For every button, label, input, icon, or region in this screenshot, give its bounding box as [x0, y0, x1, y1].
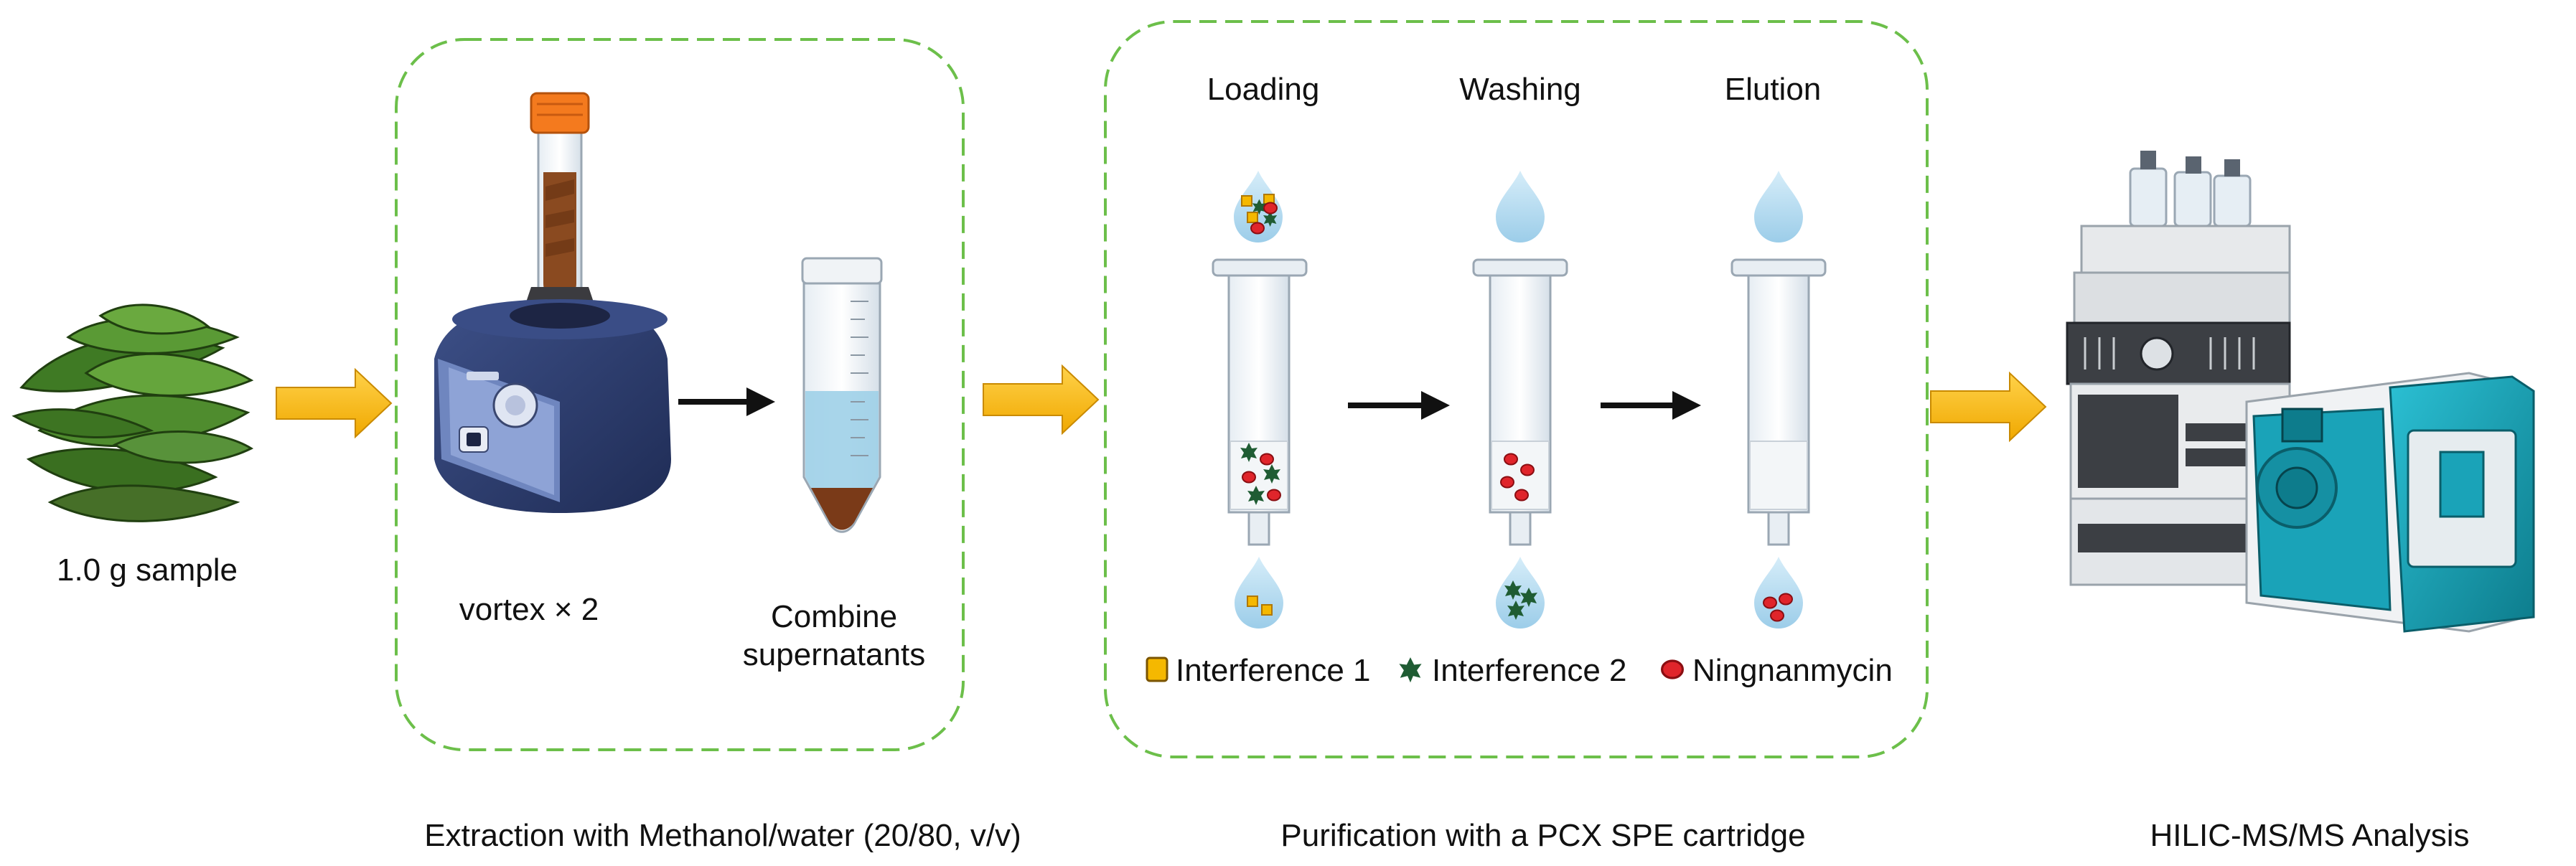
droplet-icon [1235, 557, 1283, 629]
purification-box [1104, 20, 1929, 758]
step-washing-label: Washing [1459, 72, 1581, 107]
legend-interference2-marker [1399, 657, 1422, 683]
step-arrow-1 [1348, 391, 1450, 420]
extraction-caption: Extraction with Methanol/water (20/80, v… [424, 818, 1021, 853]
droplet-icon [1754, 171, 1803, 243]
vortex-mixer-icon [434, 92, 671, 513]
legend-ningnanmycin-marker [1661, 659, 1684, 679]
lc-ms-instrument-icon [2066, 151, 2535, 633]
extraction-box [395, 38, 965, 751]
arrow-to-purification [983, 364, 1100, 436]
arrow-to-analysis [1930, 371, 2047, 443]
analysis-caption: HILIC-MS/MS Analysis [2150, 818, 2470, 853]
spe-cartridge-washing [1472, 171, 1568, 629]
centrifuge-tube-icon [801, 257, 883, 533]
spe-cartridge-loading [1212, 171, 1308, 629]
droplet-icon [1496, 171, 1545, 243]
legend-ningnanmycin-label: Ningnanmycin [1692, 653, 1893, 688]
sample-label: 1.0 g sample [57, 552, 238, 588]
step-arrow-extraction [678, 387, 775, 416]
combine-label-line1: Combine [770, 599, 898, 634]
legend-interference2-label: Interference 2 [1432, 653, 1627, 688]
purification-caption: Purification with a PCX SPE cartridge [1280, 818, 1806, 853]
arrow-to-extraction [276, 367, 393, 439]
legend-interference1-label: Interference 1 [1176, 653, 1371, 688]
step-arrow-2 [1601, 391, 1701, 420]
step-loading-label: Loading [1207, 72, 1320, 107]
legend-interference1-marker [1146, 656, 1168, 682]
combine-label-line2: supernatants [742, 637, 926, 672]
step-elution-label: Elution [1724, 72, 1822, 107]
spe-cartridge-elution [1730, 171, 1827, 629]
tea-leaves-icon [11, 303, 254, 522]
vortex-label: vortex × 2 [459, 592, 599, 627]
